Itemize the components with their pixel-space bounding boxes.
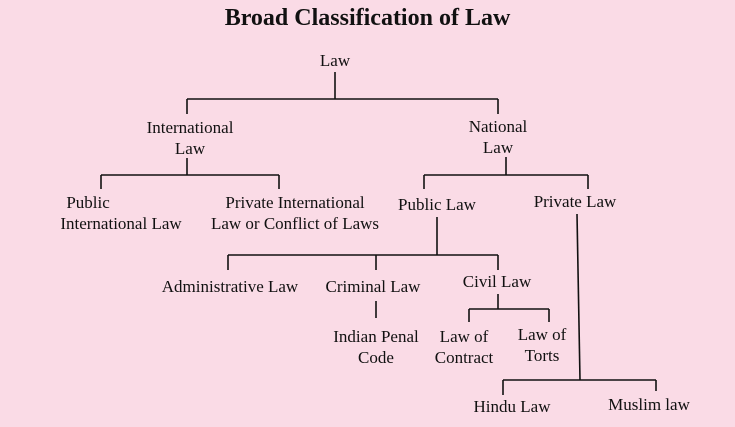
node-public-law: Public Law (398, 195, 476, 214)
node-criminal-law: Criminal Law (325, 277, 421, 296)
node-private-international-law: Private International Law or Conflict of… (210, 193, 380, 233)
diagram-title: Broad Classification of Law (224, 5, 511, 31)
node-law: Law (319, 51, 351, 70)
node-muslim-law: Muslim law (608, 395, 690, 414)
node-indian-penal-code: Indian Penal Code (333, 327, 419, 367)
node-international-law: International Law (146, 118, 234, 158)
node-administrative-law: Administrative Law (161, 277, 299, 296)
node-law-of-torts: Law of Torts (517, 325, 567, 365)
node-law-of-contract: Law of Contract (434, 327, 494, 367)
node-civil-law: Civil Law (462, 272, 532, 291)
node-private-law: Private Law (533, 192, 617, 211)
node-national-law: National Law (468, 117, 528, 157)
node-public-international-law: Public International Law (60, 193, 182, 233)
connector-line (576, 213, 581, 381)
node-hindu-law: Hindu Law (473, 397, 551, 416)
